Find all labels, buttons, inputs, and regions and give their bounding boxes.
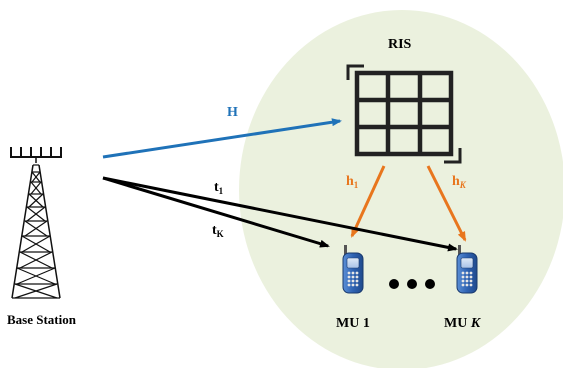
ris-label: RIS (388, 37, 412, 52)
channel-H-label: H (227, 105, 238, 120)
link-H (102, 118, 342, 159)
dots-icon (389, 279, 435, 289)
mu-k-label: MU K (444, 316, 482, 331)
mu-1-label: MU 1 (336, 316, 370, 331)
channel-h1-label: h1 (346, 174, 359, 190)
link-hK (426, 165, 467, 242)
channel-t1-label: t1 (214, 180, 224, 196)
antenna-tower-icon (10, 147, 62, 299)
channel-tK-label: tK (212, 223, 224, 239)
link-tK (102, 176, 330, 248)
coverage-area (239, 10, 563, 368)
mobile-phone-icon (456, 245, 478, 294)
mobile-phone-icon (342, 245, 364, 294)
channel-hK-label: hK (452, 174, 467, 190)
ris-panel-icon (346, 64, 462, 164)
base-station-label: Base Station (7, 312, 77, 327)
link-t1 (102, 176, 458, 252)
link-h1 (350, 165, 386, 238)
